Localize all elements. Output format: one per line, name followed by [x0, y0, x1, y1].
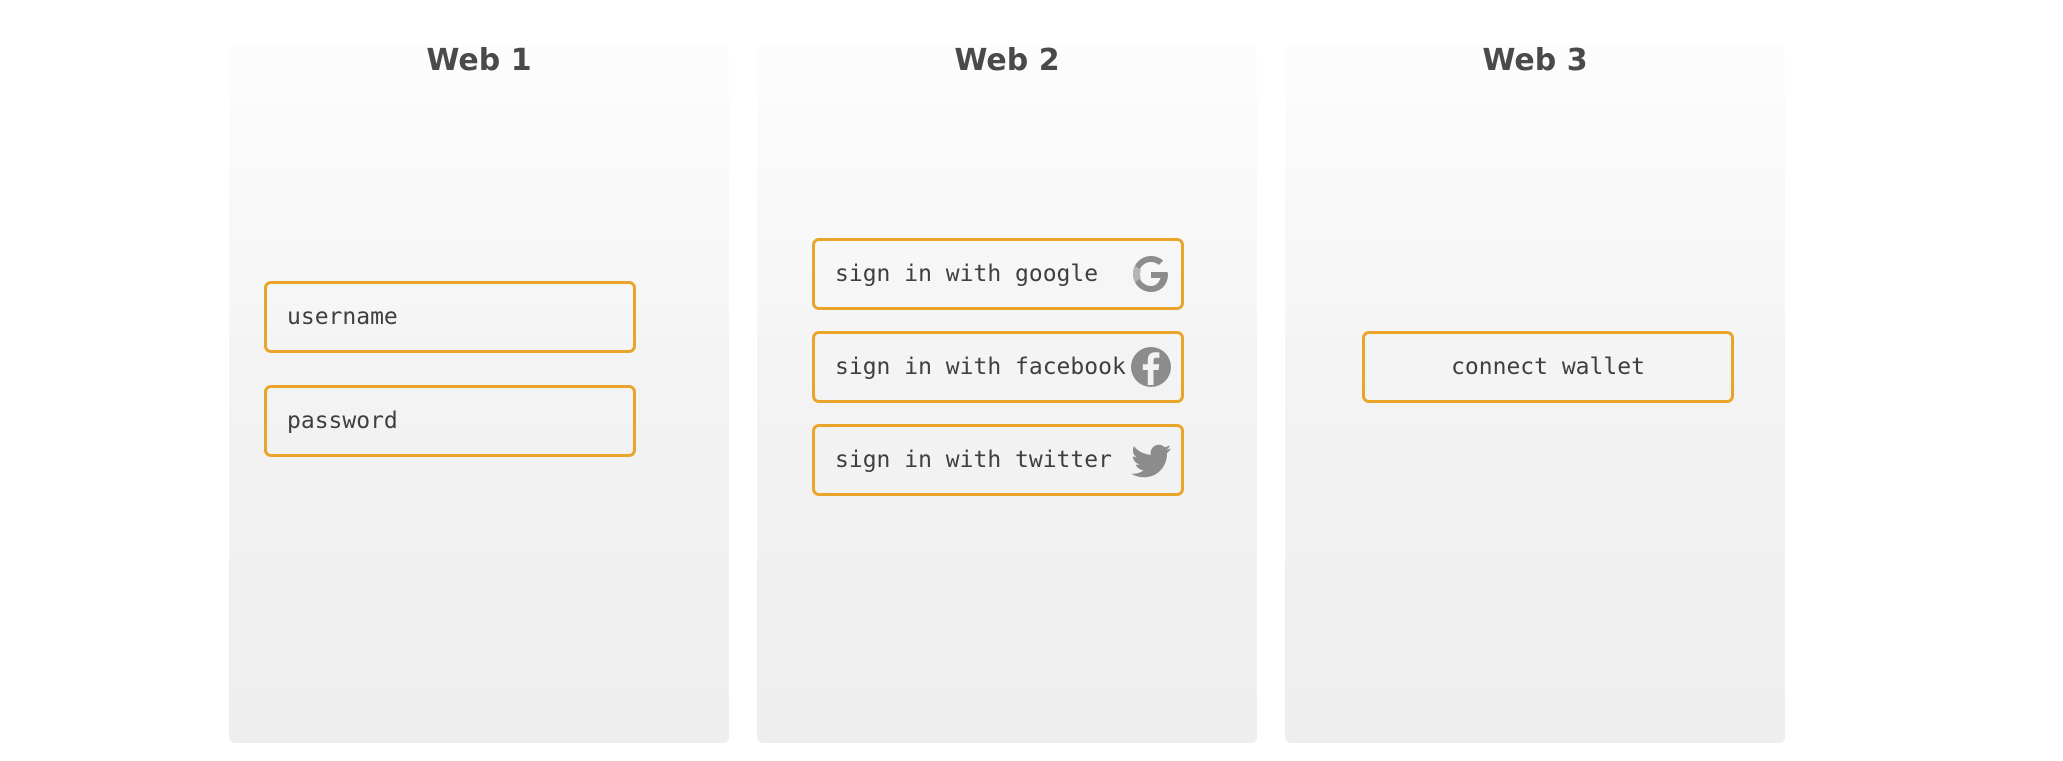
twitter-signin-label: sign in with twitter — [835, 447, 1112, 473]
facebook-signin-button[interactable]: sign in with facebook — [812, 331, 1184, 403]
connect-wallet-button[interactable]: connect wallet — [1362, 331, 1734, 403]
password-label: password — [287, 408, 398, 434]
username-field[interactable]: username — [264, 281, 636, 353]
connect-wallet-label: connect wallet — [1451, 354, 1645, 380]
web3-panel: Web 3 connect wallet — [1285, 44, 1785, 743]
password-field[interactable]: password — [264, 385, 636, 457]
web2-panel: Web 2 sign in with google sign in with f… — [757, 44, 1257, 743]
google-signin-label: sign in with google — [835, 261, 1099, 287]
username-label: username — [287, 304, 398, 330]
web3-title: Web 3 — [1482, 43, 1588, 78]
facebook-icon — [1129, 345, 1173, 389]
web2-title: Web 2 — [954, 43, 1060, 78]
twitter-signin-button[interactable]: sign in with twitter — [812, 424, 1184, 496]
web1-panel: Web 1 username password — [229, 44, 729, 743]
google-icon — [1129, 252, 1173, 296]
facebook-signin-label: sign in with facebook — [835, 354, 1126, 380]
twitter-icon — [1129, 438, 1173, 482]
web1-title: Web 1 — [426, 43, 532, 78]
google-signin-button[interactable]: sign in with google — [812, 238, 1184, 310]
